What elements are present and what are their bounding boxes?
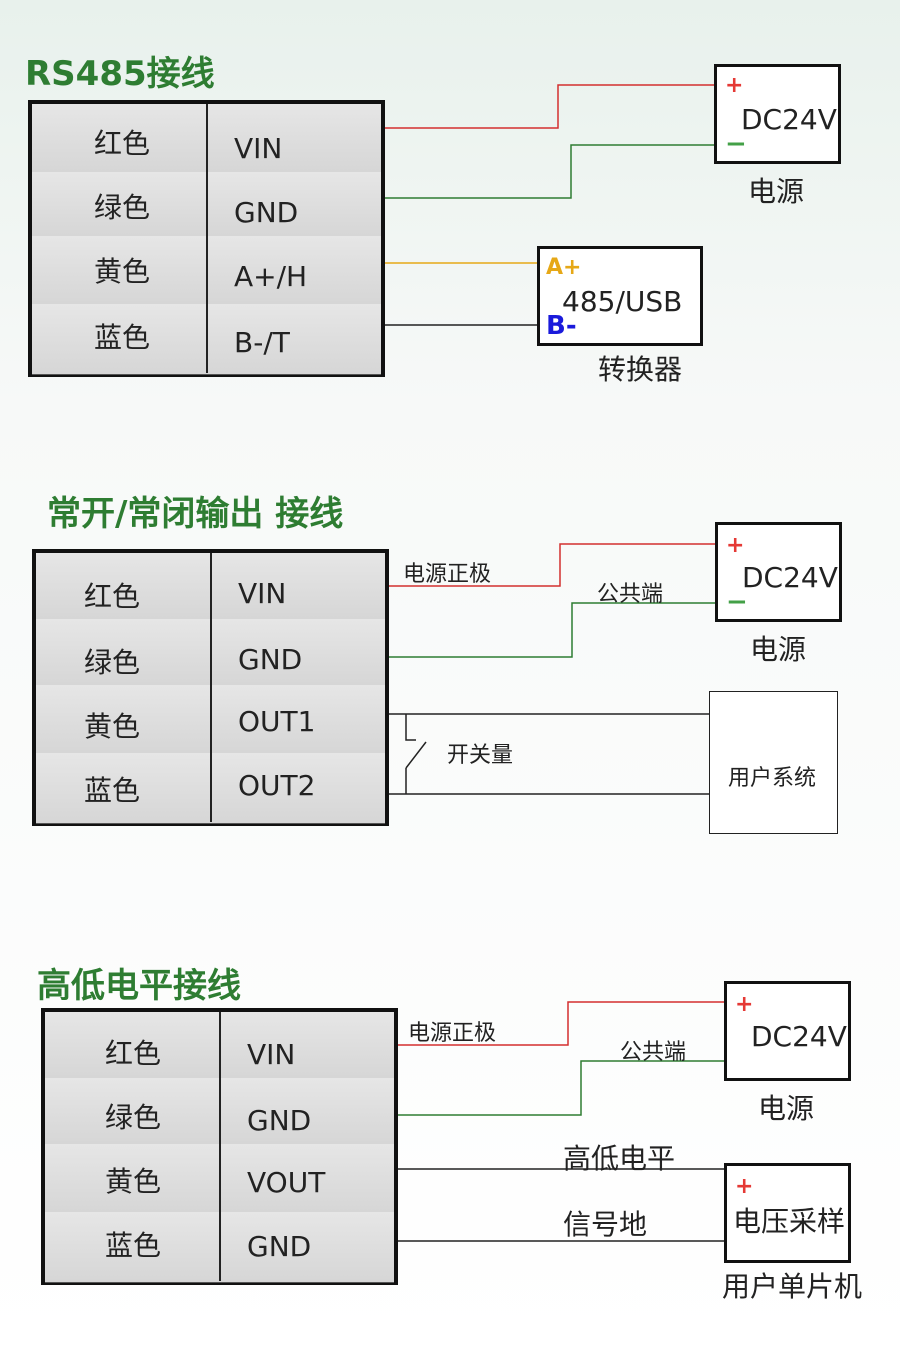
red-wire xyxy=(398,1001,726,1046)
minus-terminal: − xyxy=(726,587,748,617)
switch-output-title: 常开/常闭输出 接线 xyxy=(47,494,344,534)
common-wire-label: 公共端 xyxy=(597,582,664,607)
sampler-caption: 用户单片机 xyxy=(722,1270,863,1303)
rs485-title: RS485接线 xyxy=(25,54,215,94)
wire-signal: GND xyxy=(234,196,299,229)
wire-signal: VIN xyxy=(247,1038,296,1071)
switch-wire-label: 开关量 xyxy=(447,743,514,768)
wire-signal: GND xyxy=(247,1230,312,1263)
wire-color: 黄色 xyxy=(105,1165,162,1198)
signal-ground-wire-label: 信号地 xyxy=(563,1208,648,1241)
power-caption: 电源 xyxy=(758,1092,815,1125)
wire-color: 蓝色 xyxy=(105,1229,162,1262)
level-wire-label: 高低电平 xyxy=(563,1142,676,1175)
power-label: DC24V xyxy=(742,561,838,594)
power-supply-box: + DC24V − xyxy=(715,522,842,622)
positive-wire-label: 电源正极 xyxy=(408,1021,497,1046)
wire-color: 绿色 xyxy=(105,1101,162,1134)
power-label: DC24V xyxy=(741,103,837,136)
power-supply-box: + DC24V xyxy=(724,981,851,1081)
wire-signal: VOUT xyxy=(247,1166,326,1199)
wire-color: 黄色 xyxy=(84,710,141,743)
switch-contact xyxy=(405,714,416,741)
wire-color: 绿色 xyxy=(84,646,141,679)
user-system-box: 用户系统 xyxy=(709,691,838,834)
plus-terminal: + xyxy=(725,73,744,98)
column-divider xyxy=(206,104,208,373)
wire-signal: OUT2 xyxy=(238,769,316,802)
wire-signal: GND xyxy=(247,1104,312,1137)
power-caption: 电源 xyxy=(750,633,807,666)
wire-signal: A+/H xyxy=(234,260,308,293)
converter-a-terminal: A+ xyxy=(546,255,582,280)
minus-terminal: − xyxy=(725,129,747,159)
level-output-wiring-table: 红色 VIN 绿色 GND 黄色 VOUT 蓝色 GND xyxy=(41,1008,398,1285)
switch-blade xyxy=(405,741,427,769)
wire-color: 蓝色 xyxy=(84,774,141,807)
power-label: DC24V xyxy=(751,1020,847,1053)
green-wire xyxy=(388,602,716,658)
wire-signal: GND xyxy=(238,643,303,676)
wire-signal: VIN xyxy=(234,132,283,165)
wire-color: 红色 xyxy=(84,580,141,613)
wire-color: 红色 xyxy=(94,127,151,160)
green-wire xyxy=(385,144,716,199)
wire-signal: VIN xyxy=(238,577,287,610)
positive-wire-label: 电源正极 xyxy=(403,562,492,587)
level-output-title: 高低电平接线 xyxy=(37,966,241,1006)
common-wire-label: 公共端 xyxy=(620,1040,687,1065)
converter-label: 485/USB xyxy=(562,285,683,318)
plus-terminal: + xyxy=(726,533,745,558)
converter-caption: 转换器 xyxy=(598,353,683,386)
rs485-wiring-table: 红色 VIN 绿色 GND 黄色 A+/H 蓝色 B-/T xyxy=(28,100,385,377)
power-supply-box: + DC24V − xyxy=(714,64,841,164)
plus-terminal: + xyxy=(735,1174,754,1199)
converter-box: A+ 485/USB B- xyxy=(537,246,703,346)
wire-signal: OUT1 xyxy=(238,705,316,738)
column-divider xyxy=(210,553,212,822)
wire-color: 蓝色 xyxy=(94,321,151,354)
green-wire xyxy=(398,1060,726,1116)
switch-output-wiring-table: 红色 VIN 绿色 GND 黄色 OUT1 蓝色 OUT2 xyxy=(32,549,389,826)
wire-signal: B-/T xyxy=(234,326,290,359)
red-wire xyxy=(385,84,716,129)
converter-b-terminal: B- xyxy=(546,311,577,341)
user-system-label: 用户系统 xyxy=(728,766,817,791)
wire-color: 黄色 xyxy=(94,255,151,288)
wire-color: 绿色 xyxy=(94,191,151,224)
column-divider xyxy=(219,1012,221,1281)
voltage-sampler-box: + 电压采样 xyxy=(724,1163,851,1263)
power-caption: 电源 xyxy=(748,175,805,208)
red-wire xyxy=(388,543,716,587)
wire-color: 红色 xyxy=(105,1037,162,1070)
sampler-label: 电压采样 xyxy=(733,1205,846,1238)
plus-terminal: + xyxy=(735,992,754,1017)
